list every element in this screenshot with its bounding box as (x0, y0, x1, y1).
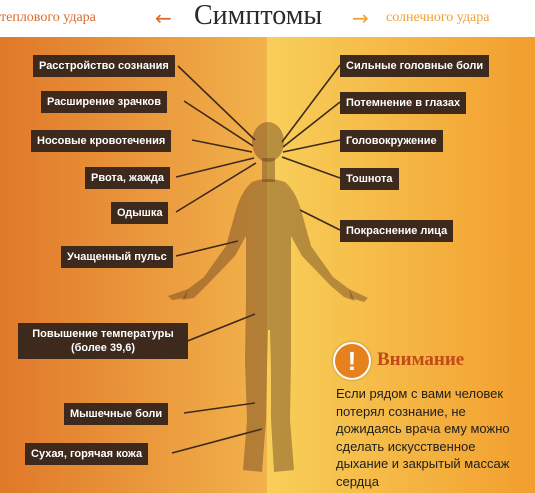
hand-left (168, 289, 188, 300)
body-silhouette (168, 122, 368, 472)
exclamation-icon: ! (333, 342, 371, 380)
symptom-label-heat: Одышка (111, 202, 169, 224)
symptom-label-heat: Сухая, горячая кожа (25, 443, 149, 465)
symptom-label-sun: Потемнение в глазах (340, 92, 467, 114)
symptom-label-sun: Сильные головные боли (340, 55, 490, 77)
warning-text: Если рядом с вами человек потерял сознан… (336, 386, 510, 489)
symptom-label-sun: Покраснение лица (340, 220, 454, 242)
symptom-label-heat: Расширение зрачков (41, 91, 168, 113)
body-head (252, 122, 284, 162)
heat-stroke-caption: теплового удара (0, 10, 96, 25)
header: теплового удара ← Симптомы → солнечного … (0, 0, 535, 37)
symptom-label-heat: Повышение температуры (более 39,6) (18, 323, 188, 359)
symptom-label-sun: Головокружение (340, 130, 443, 152)
symptom-label-heat: Носовые кровотечения (31, 130, 172, 152)
arrow-left-icon: ← (155, 6, 172, 30)
sunstroke-caption: солнечного удара (386, 10, 490, 25)
symptom-label-heat: Учащенный пульс (61, 246, 173, 268)
symptom-label-heat: Мышечные боли (64, 403, 169, 425)
page-title: Симптомы (194, 0, 323, 31)
symptom-label-heat: Рвота, жажда (85, 167, 170, 189)
warning-title: Внимание (377, 349, 465, 370)
body-neck (262, 158, 275, 182)
connector-lines (171, 64, 341, 454)
arrow-right-icon: → (352, 6, 369, 30)
body-torso (182, 179, 355, 472)
symptom-label-sun: Тошнота (340, 168, 399, 190)
symptom-label-heat: Расстройство сознания (33, 55, 175, 77)
hand-right (349, 289, 368, 302)
